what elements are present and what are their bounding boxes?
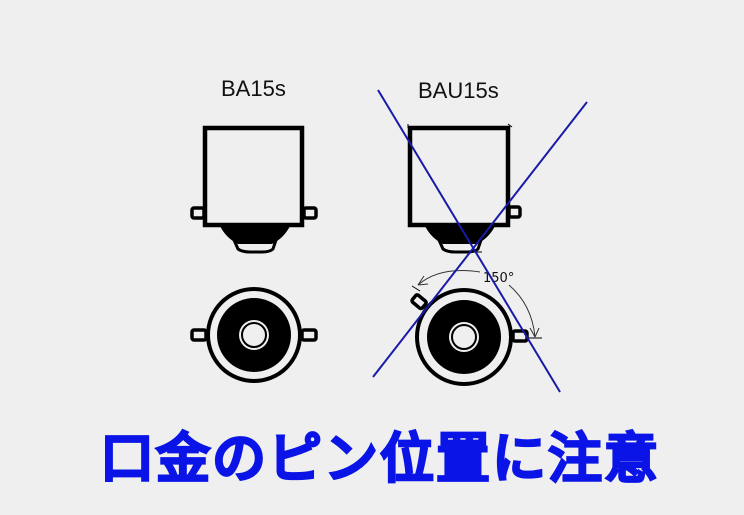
bau15s-bottom-view: 150° bbox=[410, 270, 542, 386]
angle-label: 150° bbox=[483, 271, 514, 286]
ba15s-bottom-view bbox=[190, 287, 318, 383]
bau15s-label: BAU15s bbox=[418, 78, 499, 103]
warning-banner: 口金のピン位置に注意 bbox=[99, 426, 660, 491]
ba15s-side-view bbox=[190, 125, 318, 254]
cross-out-mark bbox=[372, 89, 588, 393]
ba15s-label: BA15s bbox=[221, 76, 286, 101]
